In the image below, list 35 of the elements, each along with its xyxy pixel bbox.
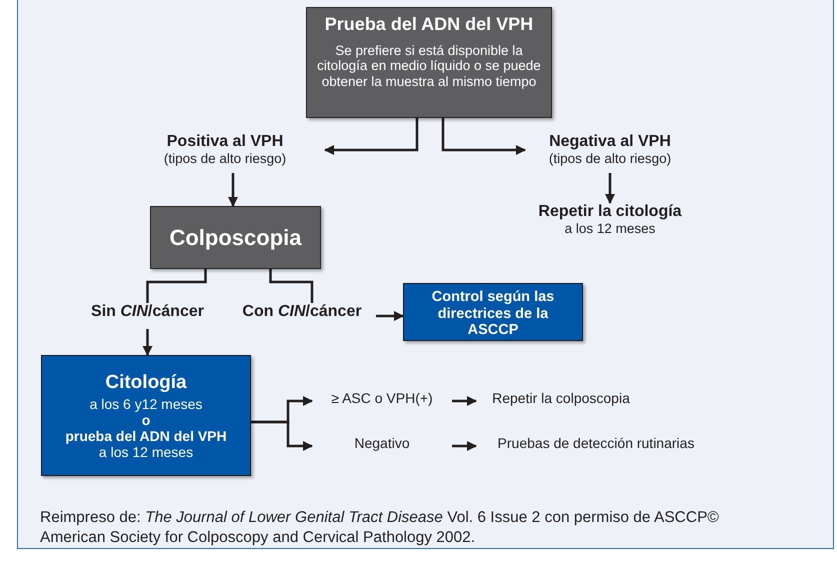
arrow bbox=[605, 173, 615, 204]
outcome-note: (tipos de alto riesgo) bbox=[548, 151, 672, 167]
caption: Reimpreso de: The Journal of Lower Genital Tract Disease Vol. 6 Issue 2 con permiso de ASCCP© American Society for Colposcopy and Cervical Pathology 2002. bbox=[40, 508, 720, 548]
outcome-label: Con CIN/cáncer bbox=[228, 303, 376, 329]
process-box bbox=[306, 7, 552, 118]
connector-line bbox=[146, 269, 207, 303]
outcome-note: (tipos de alto riesgo) bbox=[162, 151, 288, 167]
outcome-note: a los 12 meses bbox=[564, 221, 656, 237]
outcome-label: Repetir la citología bbox=[537, 203, 683, 222]
box-text: a los 6 y12 meses bbox=[88, 396, 204, 412]
box-title: Citología bbox=[104, 371, 188, 395]
outcome-label: Pruebas de detección rutinarias bbox=[476, 435, 716, 457]
box-title: Prueba del ADN del VPH bbox=[324, 13, 534, 36]
box-text: o bbox=[142, 412, 150, 428]
outcome-label: Positiva al VPH bbox=[166, 133, 284, 152]
arrow bbox=[324, 118, 418, 155]
arrow bbox=[452, 441, 477, 451]
process-box bbox=[41, 355, 251, 476]
box-text: Se prefiere si está disponible la citología en medio líquido o se puede obtener la muestra al mismo tiempo bbox=[316, 42, 542, 90]
arrow bbox=[228, 173, 238, 207]
connector-line bbox=[269, 269, 314, 303]
arrow bbox=[442, 118, 526, 155]
arrow bbox=[251, 420, 313, 451]
box-text: prueba del ADN del VPH bbox=[64, 428, 228, 444]
arrow bbox=[376, 311, 404, 321]
outcome-label: Negativo bbox=[312, 435, 452, 457]
arrow bbox=[452, 396, 477, 406]
outcome-label: Sin CIN/cáncer bbox=[75, 303, 220, 329]
process-box: Colposcopia bbox=[150, 206, 321, 269]
arrow bbox=[142, 329, 152, 356]
box-text: a los 12 meses bbox=[98, 444, 194, 460]
outcome-label: Negativa al VPH bbox=[548, 133, 672, 152]
outcome-label: ≥ ASC o VPH(+) bbox=[312, 390, 452, 412]
process-box: Control según las directrices de la ASCCP bbox=[403, 283, 583, 341]
outcome-label: Repetir la colposcopia bbox=[476, 390, 646, 412]
